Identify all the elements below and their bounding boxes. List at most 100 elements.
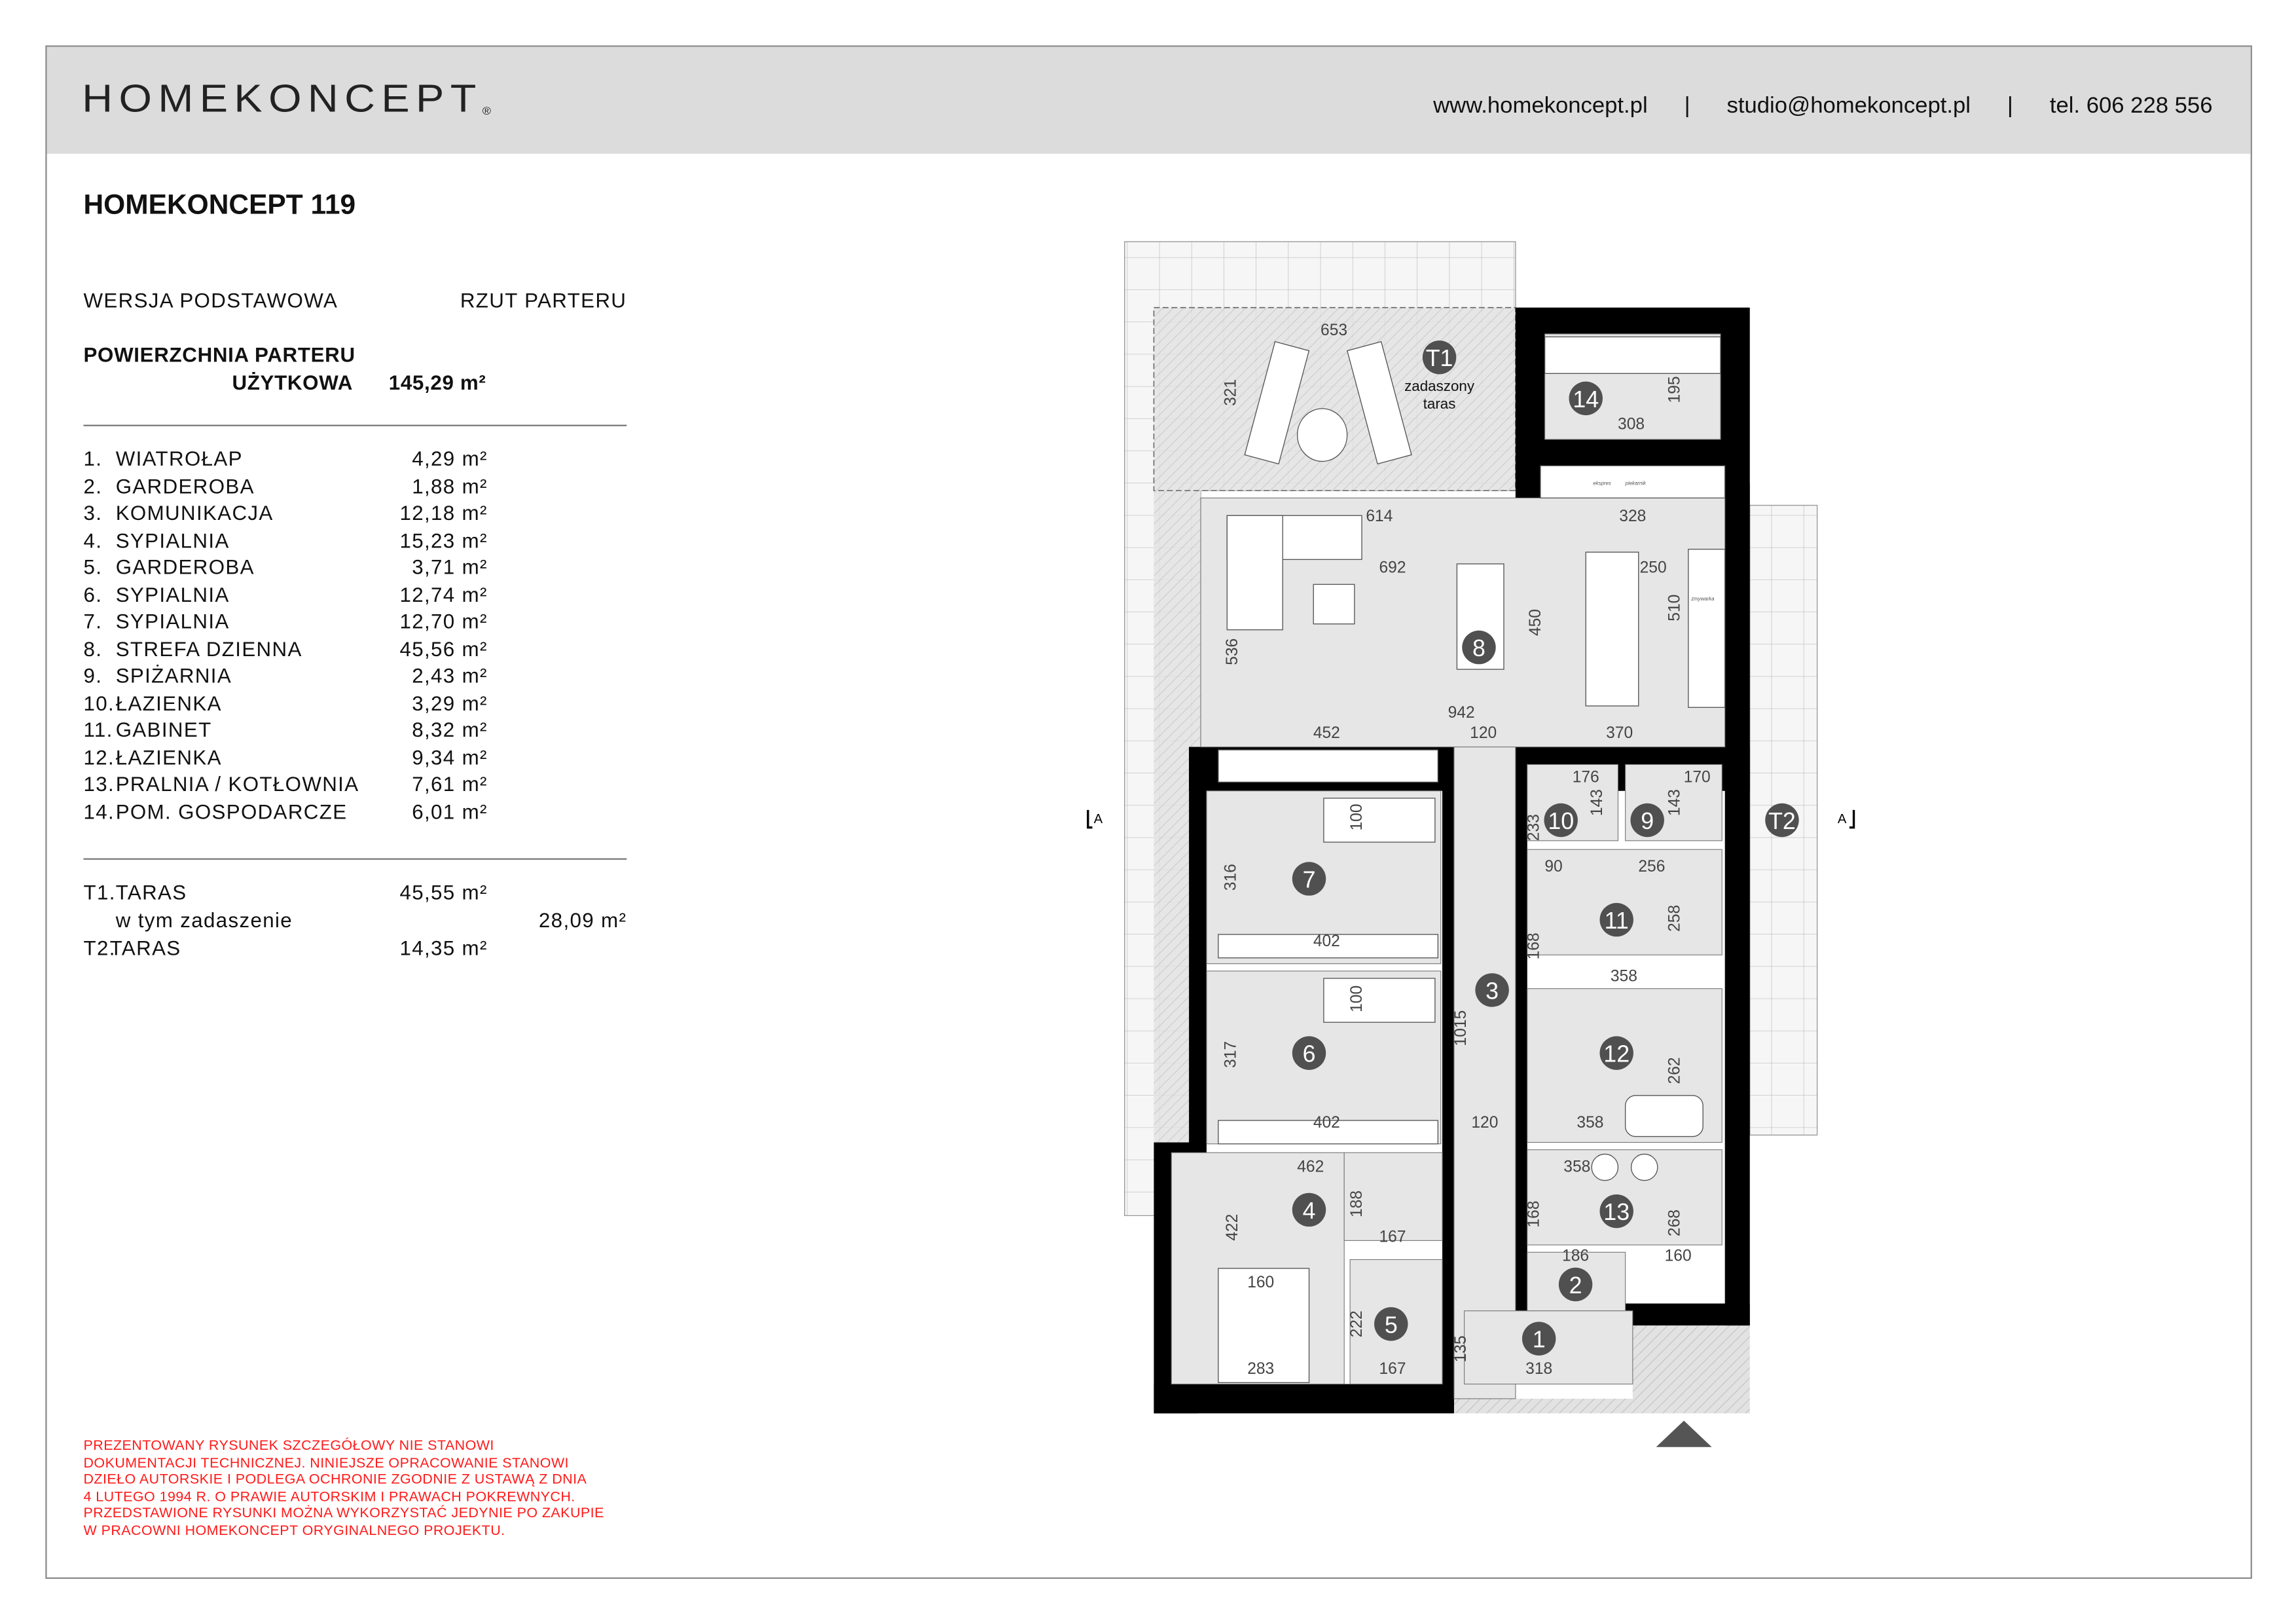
project-title: HOMEKONCEPT 119: [83, 190, 356, 221]
dimension-label: 308: [1618, 415, 1645, 433]
copyright-disclaimer: PREZENTOWANY RYSUNEK SZCZEGÓŁOWY NIE STA…: [83, 1438, 604, 1539]
dimension-label: 283: [1247, 1360, 1274, 1378]
dimension-label: 167: [1379, 1228, 1406, 1246]
room-marker: 13: [1599, 1194, 1633, 1228]
appliance-label: piekarnik: [1625, 480, 1647, 486]
dimension-label: 942: [1448, 704, 1475, 722]
room-3: [1453, 747, 1516, 1399]
disclaimer-line: PREZENTOWANY RYSUNEK SZCZEGÓŁOWY NIE STA…: [83, 1438, 494, 1454]
room-no: 5.: [83, 555, 103, 579]
dimension-label: 358: [1576, 1114, 1603, 1132]
terrace-area: 14,35 m²: [399, 936, 488, 959]
room-marker: 6: [1292, 1036, 1326, 1070]
dimension-label: 143: [1588, 789, 1606, 816]
view-label: RZUT PARTERU: [460, 288, 627, 312]
room-no: 7.: [83, 609, 103, 633]
room-name: GARDEROBA: [115, 473, 255, 498]
room-no: 4.: [83, 528, 103, 552]
room-area: 3,71 m²: [412, 555, 488, 579]
disclaimer-line: W PRACOWNI HOMEKONCEPT ORYGINALNEGO PROJ…: [83, 1522, 505, 1539]
room-no: 6.: [83, 582, 103, 606]
dimension-label: 318: [1525, 1360, 1552, 1378]
room-marker: 4: [1292, 1192, 1326, 1227]
dimension-label: 256: [1638, 858, 1665, 876]
room-name: SYPIALNIA: [115, 609, 230, 633]
room-no: 11.: [83, 717, 113, 741]
room-name: ŁAZIENKA: [115, 690, 222, 714]
dimension-label: 186: [1562, 1247, 1589, 1265]
brand-logo: HOMEKONCEPT®: [82, 78, 491, 122]
svg-text:9: 9: [1641, 808, 1654, 834]
room-area: 2,43 m²: [412, 663, 488, 687]
contact-info: www.homekoncept.pl | studio@homekoncept.pl…: [1433, 94, 2212, 120]
dimension-label: 536: [1224, 638, 1241, 665]
svg-text:4: 4: [1303, 1198, 1316, 1224]
room-no: 3.: [83, 500, 103, 525]
dimension-label: 692: [1379, 559, 1406, 577]
svg-text:1: 1: [1533, 1327, 1546, 1353]
svg-text:7: 7: [1303, 866, 1316, 893]
room-marker: 5: [1374, 1307, 1408, 1341]
dimension-label: 160: [1665, 1247, 1692, 1265]
registered-mark: ®: [482, 105, 491, 117]
covered-terrace-label: zadaszony: [1404, 378, 1475, 394]
disclaimer-line: DOKUMENTACJI TECHNICZNEJ. NINIEJSZE OPRA…: [83, 1455, 569, 1471]
dimension-label: 452: [1313, 724, 1340, 742]
divider: [83, 424, 627, 426]
room-marker: 11: [1599, 902, 1633, 937]
dimension-label: 258: [1666, 905, 1683, 932]
dimension-label: 358: [1611, 968, 1637, 986]
room-area: 15,23 m²: [399, 528, 488, 552]
room-area: 12,74 m²: [399, 582, 488, 606]
logo-text: HOMEKONCEPT: [82, 78, 483, 122]
email-link[interactable]: studio@homekoncept.pl: [1726, 94, 1971, 119]
dimension-label: 614: [1366, 507, 1393, 525]
phone-number[interactable]: tel. 606 228 556: [2049, 94, 2213, 119]
dimension-label: 100: [1348, 986, 1366, 1012]
room-4-alcove: [1343, 1152, 1443, 1241]
room-no: 1.: [83, 447, 103, 470]
dimension-label: 262: [1666, 1057, 1683, 1084]
terrace-covered-label: w tym zadaszenie: [115, 908, 293, 932]
dimension-label: 462: [1297, 1158, 1324, 1175]
room-area: 9,34 m²: [412, 745, 488, 769]
separator: |: [2007, 94, 2013, 119]
appliance-label: ekspres: [1593, 480, 1611, 486]
dimension-label: 250: [1640, 559, 1667, 577]
appliance-label: zmywarka: [1690, 596, 1715, 602]
dimension-label: 170: [1684, 768, 1711, 786]
dimension-label: 188: [1348, 1190, 1366, 1217]
area-label: POWIERZCHNIA PARTERU: [83, 342, 355, 367]
room-marker: T1: [1422, 341, 1457, 375]
dimension-label: 1015: [1452, 1010, 1470, 1046]
website-link[interactable]: www.homekoncept.pl: [1433, 94, 1648, 119]
room-area: 4,29 m²: [412, 447, 488, 470]
dimension-label: 422: [1224, 1214, 1241, 1241]
svg-text:10: 10: [1548, 808, 1574, 834]
dimension-label: 233: [1525, 814, 1543, 841]
svg-text:6: 6: [1303, 1041, 1316, 1067]
svg-text:14: 14: [1573, 386, 1599, 413]
room-marker: 7: [1292, 862, 1326, 896]
room-marker: 12: [1599, 1036, 1633, 1070]
dimension-label: 168: [1525, 932, 1543, 959]
room-marker: 2: [1558, 1267, 1593, 1302]
svg-text:T1: T1: [1426, 345, 1453, 371]
dimension-label: 402: [1313, 932, 1340, 950]
dimension-label: 100: [1348, 803, 1366, 830]
room-marker: 1: [1522, 1321, 1556, 1356]
room-marker: 3: [1475, 973, 1509, 1007]
sheet-border: [45, 45, 2252, 1579]
dimension-label: 402: [1313, 1114, 1340, 1132]
section-mark-right: A: [1838, 809, 1855, 829]
svg-text:2: 2: [1569, 1272, 1582, 1299]
